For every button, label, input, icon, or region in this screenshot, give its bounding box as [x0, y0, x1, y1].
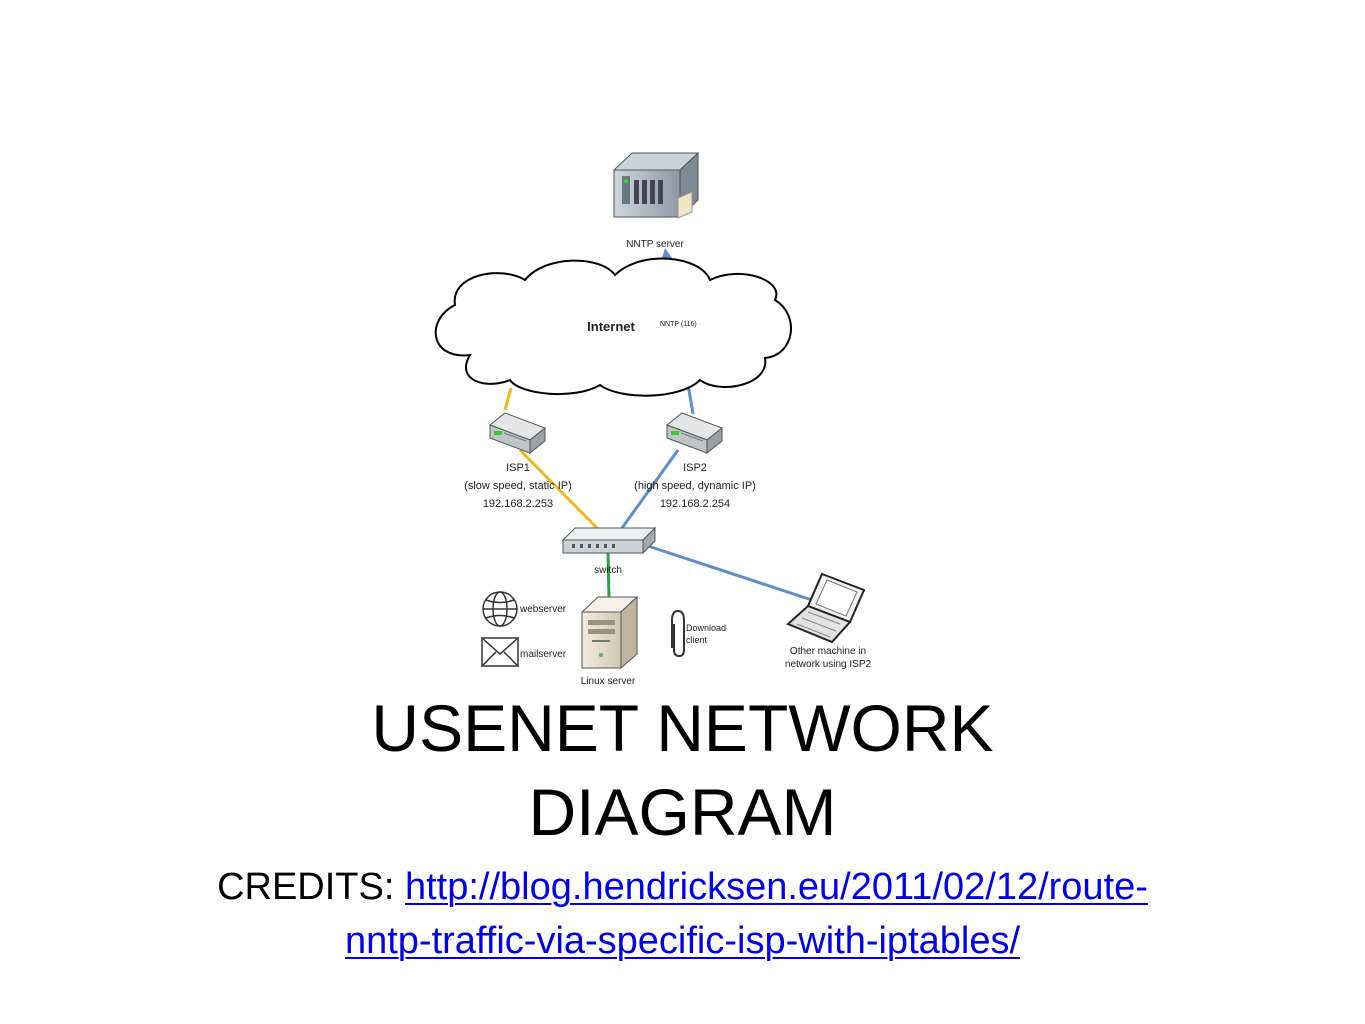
- internet-label: Internet: [587, 319, 635, 334]
- switch-label: switch: [594, 565, 622, 576]
- isp1-ip: 192.168.2.253: [483, 498, 553, 510]
- switch-linux-link: [606, 552, 611, 599]
- mailserver-label: mailserver: [520, 649, 567, 660]
- isp1-switch-link: [518, 448, 599, 530]
- credits-line-1: CREDITS: http://blog.hendricksen.eu/2011…: [0, 862, 1365, 912]
- slide-title-line-2: DIAGRAM: [528, 775, 837, 849]
- download-client-line2: client: [686, 635, 708, 645]
- other-machine-line2: network using ISP2: [785, 659, 872, 670]
- globe-icon: [482, 591, 518, 627]
- isp2-name: ISP2: [683, 462, 707, 474]
- switch-icon: [561, 526, 657, 555]
- mail-icon: [481, 637, 519, 667]
- isp2-ip: 192.168.2.254: [660, 498, 730, 510]
- internet-cloud: [434, 257, 792, 397]
- isp2-switch-link: [620, 449, 680, 529]
- network-diagram: NNTP server Internet NNTP (116) ISP1 (sl…: [434, 151, 872, 687]
- isp1-internet-link: [503, 387, 513, 411]
- webserver-label: webserver: [519, 604, 567, 615]
- credits-link-part-1[interactable]: http://blog.hendricksen.eu/2011/02/12/ro…: [404, 866, 1148, 908]
- download-client-line1: Download: [686, 623, 726, 633]
- isp1-desc: (slow speed, static IP): [464, 480, 572, 492]
- isp2-desc: (high speed, dynamic IP): [634, 480, 756, 492]
- linux-server-label: Linux server: [581, 676, 636, 687]
- credits-link-part-2[interactable]: nntp-traffic-via-specific-isp-with-iptab…: [344, 920, 1021, 962]
- other-machine-line1: Other machine in: [790, 646, 866, 657]
- laptop-icon: [786, 572, 866, 644]
- paperclip-icon: [671, 609, 685, 658]
- credits-line-2: nntp-traffic-via-specific-isp-with-iptab…: [0, 916, 1365, 966]
- nntp-port-label: NNTP (116): [660, 321, 697, 328]
- nntp-server-label: NNTP server: [626, 239, 684, 250]
- isp2-router-icon: [666, 412, 723, 455]
- isp1-router-icon: [489, 412, 546, 455]
- switch-laptop-link: [647, 544, 816, 603]
- isp1-name: ISP1: [506, 462, 530, 474]
- credits-prefix: CREDITS:: [217, 866, 405, 908]
- linux-server-icon: [580, 595, 639, 670]
- nntp-server-icon: [612, 151, 700, 219]
- slide-title-line-1: USENET NETWORK: [371, 691, 994, 765]
